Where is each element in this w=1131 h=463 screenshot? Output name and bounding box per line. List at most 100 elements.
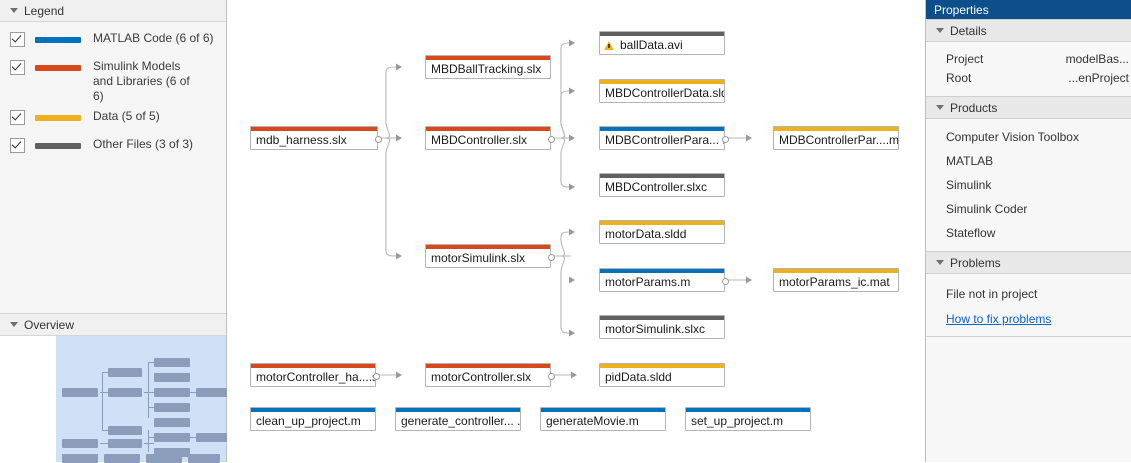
graph-node-generate-controller[interactable]: generate_controller... .m <box>395 407 521 431</box>
product-item: Computer Vision Toolbox <box>946 130 1079 144</box>
node-label: generateMovie.m <box>546 414 639 428</box>
legend-item-matlab-code[interactable]: MATLAB Code (6 of 6) <box>0 28 226 56</box>
minimap-edge <box>100 443 108 444</box>
node-type-bar <box>600 80 724 84</box>
overview-canvas[interactable] <box>0 336 229 463</box>
graph-node-mdb-harness[interactable]: mdb_harness.slx <box>250 126 382 150</box>
legend-item-simulink-models[interactable]: Simulink Models and Libraries (6 of 6) <box>0 56 226 106</box>
graph-node-mbdcontroller-slxc[interactable]: MBDController.slxc <box>599 173 725 197</box>
graph-node-motorsimulink[interactable]: motorSimulink.slx <box>425 244 555 268</box>
chevron-down-icon[interactable] <box>10 8 18 13</box>
legend-item-data[interactable]: Data (5 of 5) <box>0 106 226 134</box>
legend-list: MATLAB Code (6 of 6) Simulink Models and… <box>0 22 226 162</box>
legend-item-label: Data (5 of 5) <box>93 109 160 123</box>
graph-node-balldata[interactable]: ballData.avi <box>599 31 725 55</box>
graph-node-mbdcontrollerdata[interactable]: MBDControllerData.sldd <box>599 79 725 103</box>
graph-node-motorparams-m[interactable]: motorParams.m <box>599 268 729 292</box>
node-type-bar <box>686 408 810 412</box>
node-type-bar <box>600 316 724 320</box>
legend-item-label: Other Files (3 of 3) <box>93 137 194 151</box>
graph-node-mbdcontroller[interactable]: MBDController.slx <box>425 126 555 150</box>
minimap-edge <box>144 443 154 444</box>
graph-node-motorcontroller-harness[interactable]: motorController_ha....slx <box>250 363 380 387</box>
node-type-bar <box>774 127 898 131</box>
legend-color-swatch <box>35 115 81 121</box>
graph-node-motorsimulink-slxc[interactable]: motorSimulink.slxc <box>599 315 725 339</box>
minimap-node <box>108 439 142 448</box>
node-output-port[interactable] <box>548 254 555 261</box>
chevron-down-icon[interactable] <box>936 260 944 265</box>
node-label: clean_up_project.m <box>256 414 361 428</box>
minimap-edge <box>102 372 103 430</box>
legend-color-swatch <box>35 37 81 43</box>
graph-node-motorparams-ic-mat[interactable]: motorParams_ic.mat <box>773 268 899 292</box>
node-output-port[interactable] <box>722 136 729 143</box>
detail-value: ...enProject <box>1068 71 1129 85</box>
minimap-node <box>196 433 229 442</box>
node-output-port[interactable] <box>548 373 555 380</box>
products-title: Products <box>950 100 998 115</box>
chevron-down-icon[interactable] <box>10 322 18 327</box>
left-panel: Legend MATLAB Code (6 of 6) Simulink Mod… <box>0 0 229 463</box>
minimap-edge <box>190 392 196 393</box>
node-label: motorController.slx <box>431 370 532 384</box>
properties-panel: Properties Details Project modelBas... R… <box>925 0 1131 462</box>
graph-node-piddata[interactable]: pidData.sldd <box>599 363 725 387</box>
node-label: mdb_harness.slx <box>256 133 347 147</box>
graph-node-mbdballtracking[interactable]: MBDBallTracking.slx <box>425 55 551 79</box>
node-output-port[interactable] <box>548 136 555 143</box>
minimap-edge <box>148 430 149 452</box>
node-output-port[interactable] <box>722 278 729 285</box>
product-item: Simulink <box>946 178 992 192</box>
graph-node-generatemovie[interactable]: generateMovie.m <box>540 407 666 431</box>
node-type-bar <box>774 269 898 273</box>
graph-node-clean-up-project[interactable]: clean_up_project.m <box>250 407 376 431</box>
overview-section-header[interactable]: Overview <box>0 314 226 336</box>
legend-checkbox[interactable] <box>10 32 25 47</box>
chevron-down-icon[interactable] <box>936 105 944 110</box>
graph-node-mdbcontrollerparams-m[interactable]: MDBControllerPara... .m <box>599 126 729 150</box>
legend-checkbox[interactable] <box>10 60 25 75</box>
chevron-down-icon[interactable] <box>936 28 944 33</box>
node-type-bar <box>600 364 724 368</box>
node-type-bar <box>426 127 550 131</box>
node-label: MDBControllerPara... .m <box>605 133 724 147</box>
legend-checkbox[interactable] <box>10 138 25 153</box>
node-type-bar <box>396 408 520 412</box>
node-label: MDBControllerPar....mat <box>779 133 898 147</box>
details-section-header[interactable]: Details <box>926 19 1131 42</box>
node-output-port[interactable] <box>375 136 382 143</box>
node-label: pidData.sldd <box>605 370 672 384</box>
node-label: ballData.avi <box>620 38 683 52</box>
problems-section-header[interactable]: Problems <box>926 251 1131 274</box>
minimap-edge <box>148 362 154 363</box>
legend-item-other-files[interactable]: Other Files (3 of 3) <box>0 134 226 162</box>
product-item: Simulink Coder <box>946 202 1028 216</box>
node-label: generate_controller... .m <box>401 414 520 428</box>
graph-node-motordata[interactable]: motorData.sldd <box>599 220 725 244</box>
minimap-node <box>104 454 140 463</box>
overview-minimap[interactable] <box>56 336 229 463</box>
detail-row-project: Project modelBas... <box>926 50 1131 69</box>
product-item: Stateflow <box>946 226 996 240</box>
products-section-header[interactable]: Products <box>926 96 1131 119</box>
minimap-node <box>154 358 190 367</box>
minimap-node <box>196 388 229 397</box>
legend-checkbox[interactable] <box>10 110 25 125</box>
how-to-fix-problems-link[interactable]: How to fix problems <box>946 312 1052 326</box>
node-type-bar <box>251 127 377 131</box>
minimap-edge <box>102 430 108 431</box>
node-type-bar <box>600 127 724 131</box>
overview-panel[interactable] <box>0 336 229 463</box>
dependency-graph-canvas[interactable]: mdb_harness.slx MBDBallTracking.slx MBDC… <box>227 0 925 462</box>
node-type-bar <box>426 245 550 249</box>
node-output-port[interactable] <box>373 373 380 380</box>
graph-node-motorcontroller[interactable]: motorController.slx <box>425 363 555 387</box>
product-item: MATLAB <box>946 154 994 168</box>
graph-node-set-up-project[interactable]: set_up_project.m <box>685 407 811 431</box>
legend-section-header[interactable]: Legend <box>0 0 226 22</box>
minimap-edge <box>102 372 108 373</box>
graph-node-mdbcontrollerparams-mat[interactable]: MDBControllerPar....mat <box>773 126 899 150</box>
graph-edges <box>363 39 753 379</box>
